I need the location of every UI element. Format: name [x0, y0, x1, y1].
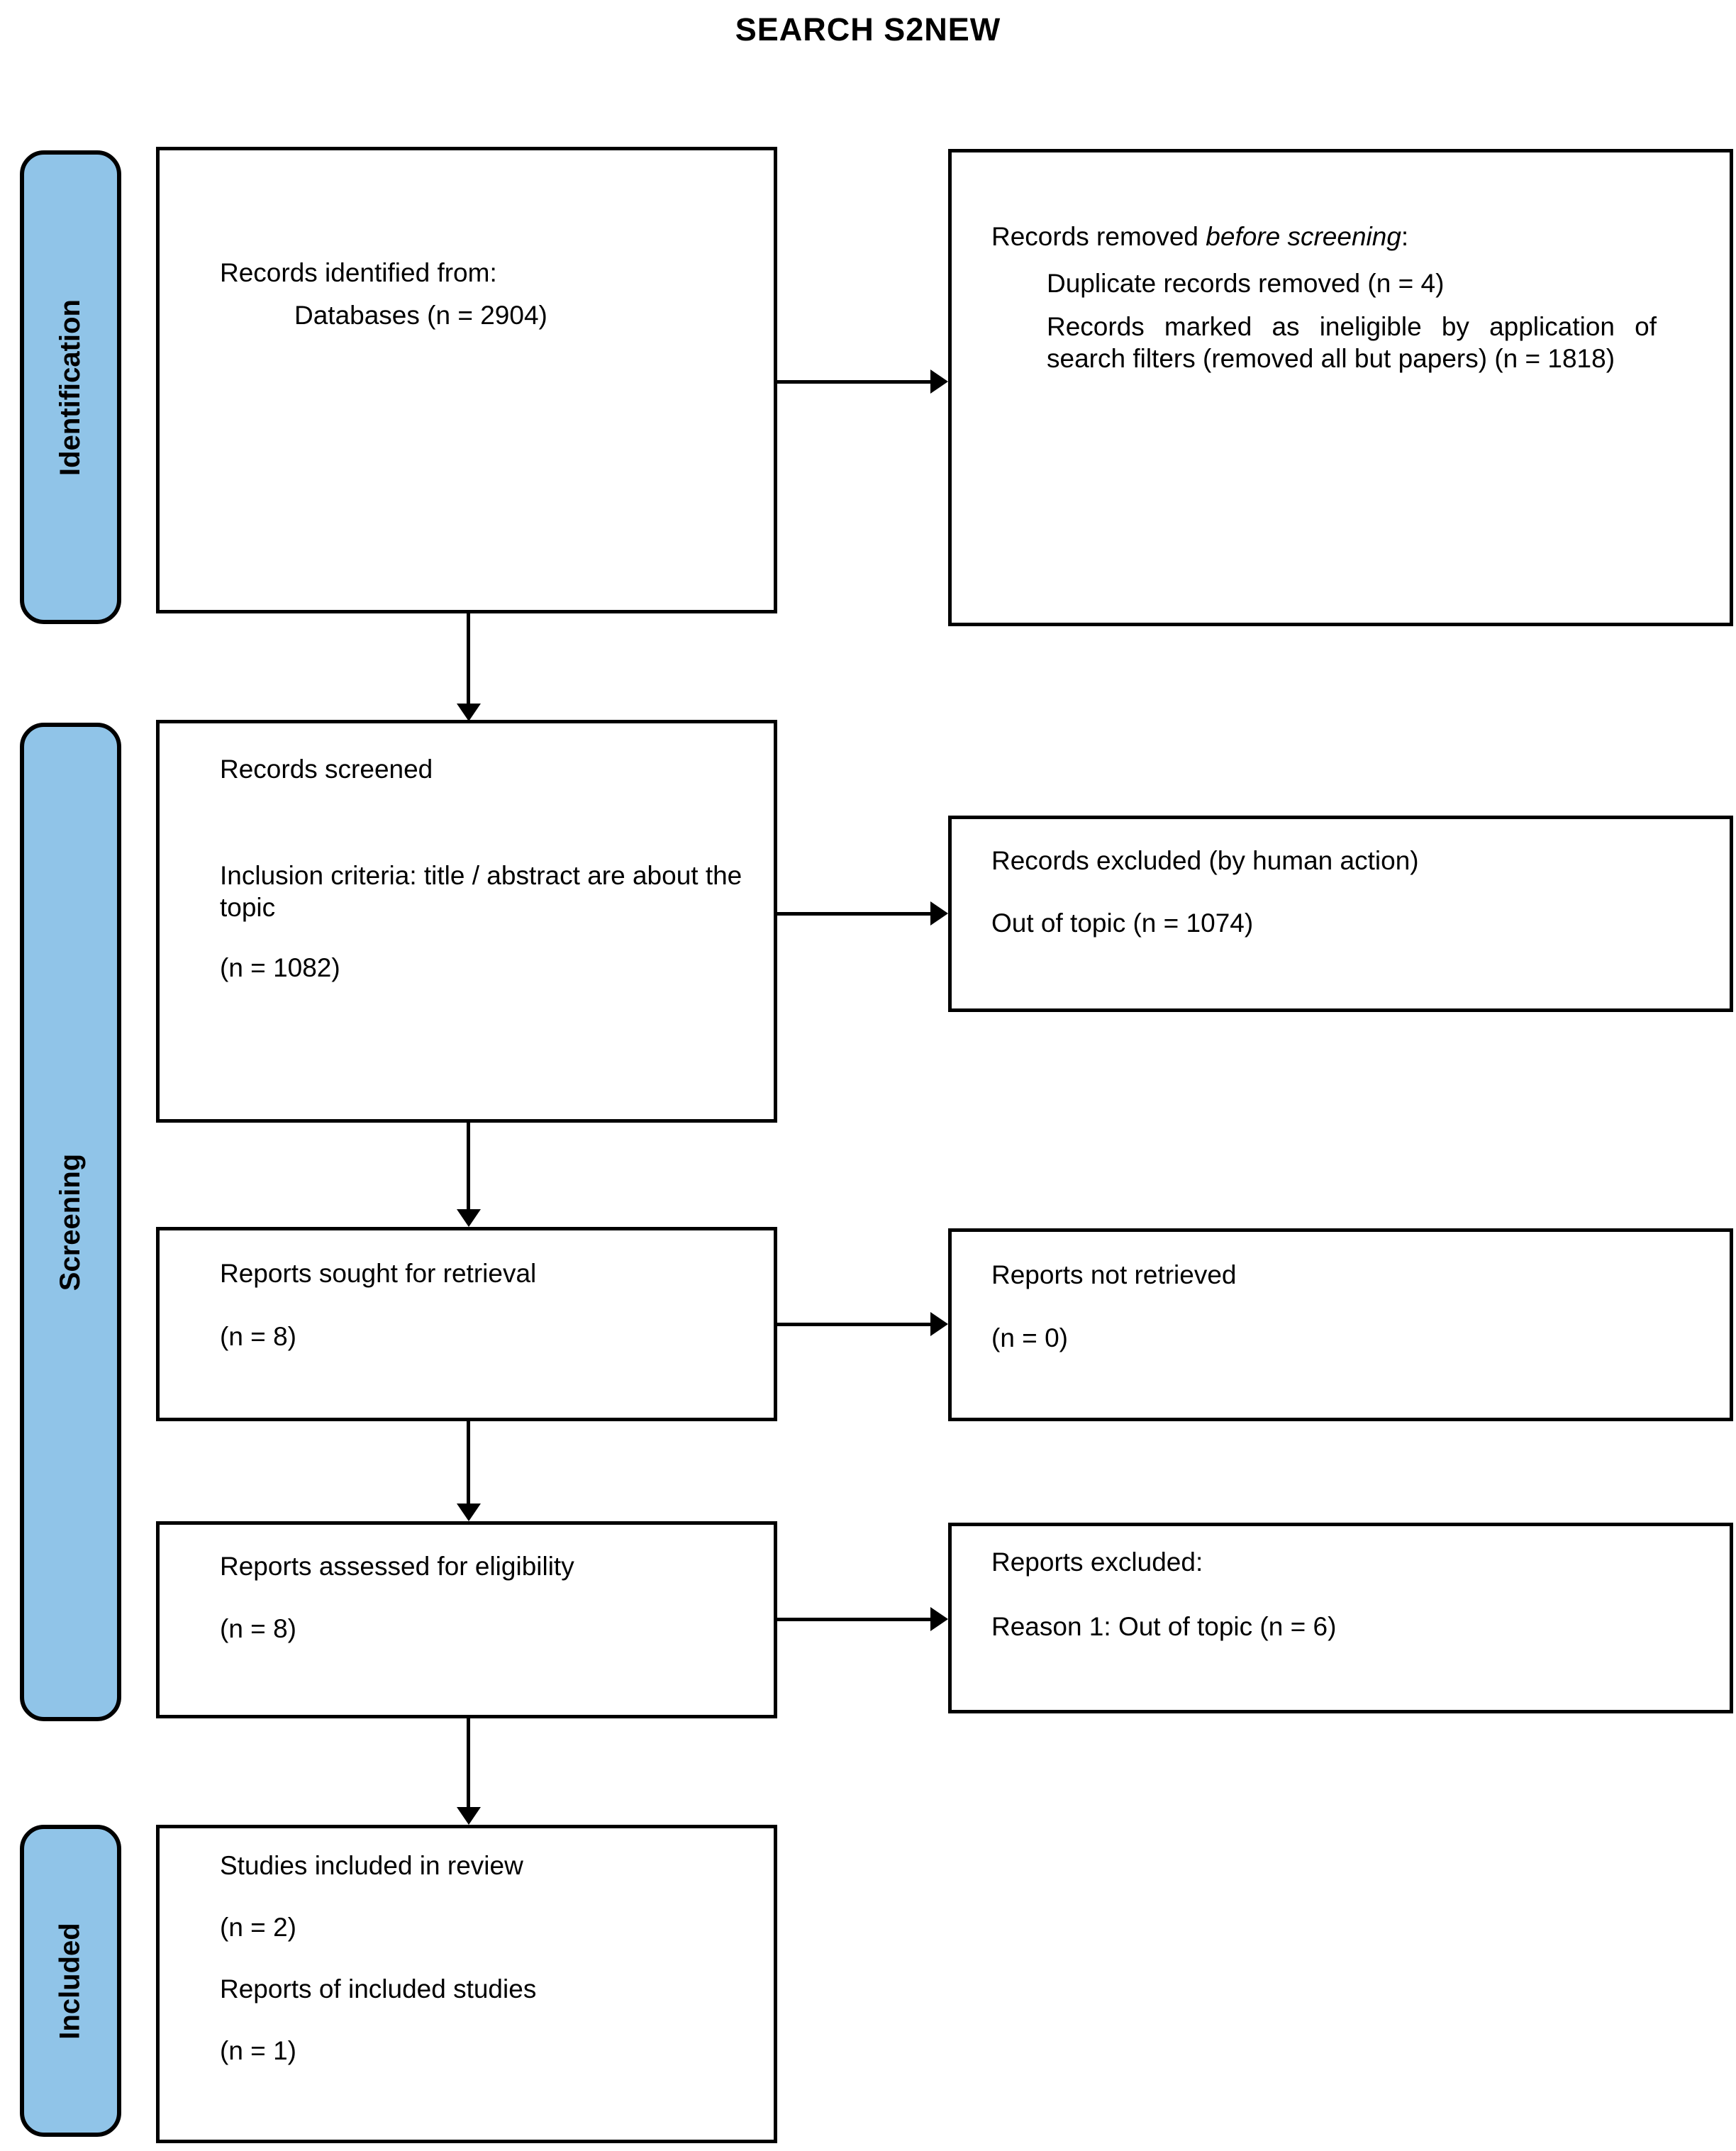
- arrow-assessed-to-excluded-head: [930, 1607, 948, 1631]
- stage-screening-label: Screening: [55, 1153, 86, 1291]
- records-screened-line3: (n = 1082): [220, 953, 340, 982]
- arrow-sought-to-notretrieved-line: [777, 1323, 933, 1326]
- arrow-assessed-to-included-head: [457, 1807, 481, 1825]
- stage-included-label: Included: [55, 1922, 87, 2040]
- box-reports-sought: Reports sought for retrieval (n = 8): [156, 1227, 777, 1421]
- arrow-screened-to-sought-head: [457, 1209, 481, 1227]
- records-removed-suffix: :: [1401, 222, 1409, 251]
- box-reports-excluded: Reports excluded: Reason 1: Out of topic…: [948, 1523, 1733, 1713]
- box-records-excluded: Records excluded (by human action) Out o…: [948, 816, 1733, 1012]
- arrow-assessed-to-excluded-line: [777, 1618, 933, 1621]
- arrow-assessed-to-included-line: [467, 1718, 470, 1809]
- arrow-screened-to-excluded-head: [930, 901, 948, 926]
- arrow-identified-to-removed-line: [777, 380, 933, 384]
- records-identified-line1: Records identified from:: [220, 258, 497, 287]
- records-excluded-line1: Records excluded (by human action): [991, 846, 1419, 875]
- records-identified-line2: Databases (n = 2904): [294, 301, 547, 330]
- records-removed-heading: Records removed before screening:: [991, 221, 1696, 252]
- box-records-screened: Records screened Inclusion criteria: tit…: [156, 720, 777, 1123]
- reports-sought-line2: (n = 8): [220, 1322, 296, 1351]
- box-records-removed: Records removed before screening: Duplic…: [948, 149, 1733, 626]
- studies-included-line4: (n = 1): [220, 2036, 296, 2065]
- reports-not-retrieved-line1: Reports not retrieved: [991, 1260, 1237, 1289]
- box-studies-included: Studies included in review (n = 2) Repor…: [156, 1825, 777, 2143]
- arrow-screened-to-sought-line: [467, 1123, 470, 1211]
- records-removed-item1: Duplicate records removed (n = 4): [1047, 269, 1445, 298]
- box-reports-not-retrieved: Reports not retrieved (n = 0): [948, 1228, 1733, 1421]
- stage-screening: Screening: [20, 723, 121, 1721]
- reports-sought-line1: Reports sought for retrieval: [220, 1259, 537, 1288]
- diagram-title: SEARCH S2NEW: [735, 11, 1001, 48]
- stage-identification: Identification: [20, 150, 121, 624]
- records-removed-italic: before screening: [1206, 222, 1401, 251]
- studies-included-line2: (n = 2): [220, 1913, 296, 1942]
- stage-included: Included: [20, 1825, 121, 2137]
- arrow-sought-to-assessed-head: [457, 1504, 481, 1521]
- arrow-identified-to-screened-line: [467, 613, 470, 706]
- records-screened-line1: Records screened: [220, 755, 433, 784]
- records-excluded-line2: Out of topic (n = 1074): [991, 908, 1254, 938]
- studies-included-line3: Reports of included studies: [220, 1974, 537, 2003]
- records-removed-prefix: Records removed: [991, 222, 1206, 251]
- arrow-sought-to-assessed-line: [467, 1421, 470, 1506]
- arrow-identified-to-removed-head: [930, 369, 948, 394]
- arrow-sought-to-notretrieved-head: [930, 1312, 948, 1336]
- arrow-identified-to-screened-head: [457, 704, 481, 721]
- reports-assessed-line2: (n = 8): [220, 1614, 296, 1643]
- reports-excluded-line1: Reports excluded:: [991, 1547, 1203, 1577]
- records-removed-item2: Records marked as ineligible by applicat…: [1047, 312, 1657, 373]
- box-records-identified: Records identified from: Databases (n = …: [156, 147, 777, 613]
- records-screened-line2: Inclusion criteria: title / abstract are…: [220, 861, 742, 922]
- arrow-screened-to-excluded-line: [777, 912, 933, 916]
- studies-included-line1: Studies included in review: [220, 1851, 523, 1880]
- reports-assessed-line1: Reports assessed for eligibility: [220, 1552, 574, 1581]
- reports-not-retrieved-line2: (n = 0): [991, 1323, 1068, 1352]
- box-reports-assessed: Reports assessed for eligibility (n = 8): [156, 1521, 777, 1718]
- stage-identification-label: Identification: [55, 299, 87, 476]
- reports-excluded-line2: Reason 1: Out of topic (n = 6): [991, 1612, 1337, 1641]
